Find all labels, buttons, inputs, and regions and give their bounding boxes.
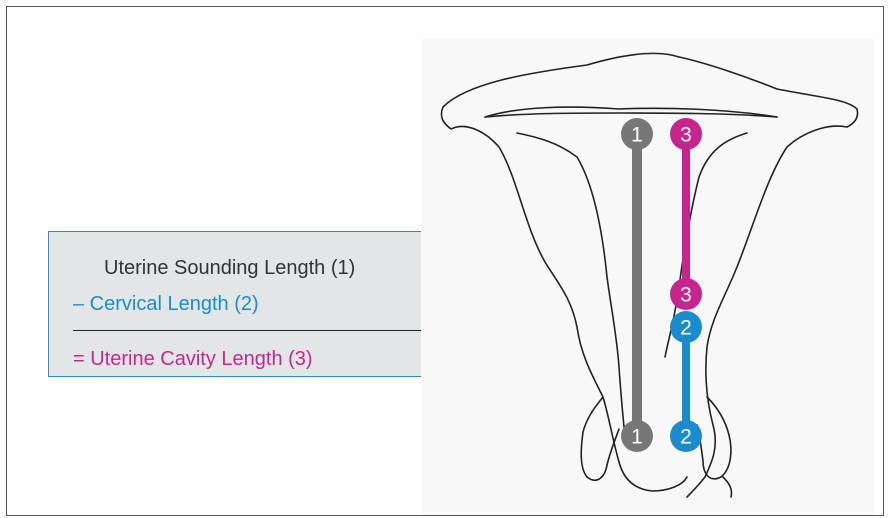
cavity-left-wall (517, 133, 625, 437)
uterus-diagram: 1 1 3 3 2 2 (407, 37, 877, 516)
svg-text:3: 3 (680, 124, 692, 147)
uterus-svg: 1 1 3 3 2 2 (407, 37, 877, 516)
marker-3-bottom: 3 (670, 278, 702, 310)
cervical-length-label: – Cervical Length (2) (73, 292, 259, 316)
marker-3-top: 3 (670, 118, 702, 150)
marker-2-top: 2 (670, 311, 702, 343)
svg-text:1: 1 (631, 124, 643, 147)
svg-text:3: 3 (680, 284, 692, 307)
svg-text:2: 2 (680, 426, 692, 449)
svg-text:2: 2 (680, 317, 692, 340)
cervix-bottom (619, 462, 687, 491)
marker-1-bottom: 1 (621, 420, 653, 452)
formula-divider (73, 330, 459, 331)
figure-frame: Uterine Sounding Length (1) – Cervical L… (6, 6, 884, 516)
svg-text:1: 1 (631, 426, 643, 449)
marker-2-bottom: 2 (670, 420, 702, 452)
vagina-right (697, 397, 731, 479)
cavity-length-label: = Uterine Cavity Length (3) (73, 347, 313, 371)
marker-1-top: 1 (621, 118, 653, 150)
tube-inner-line (485, 107, 777, 117)
sounding-length-label: Uterine Sounding Length (1) (104, 256, 355, 280)
